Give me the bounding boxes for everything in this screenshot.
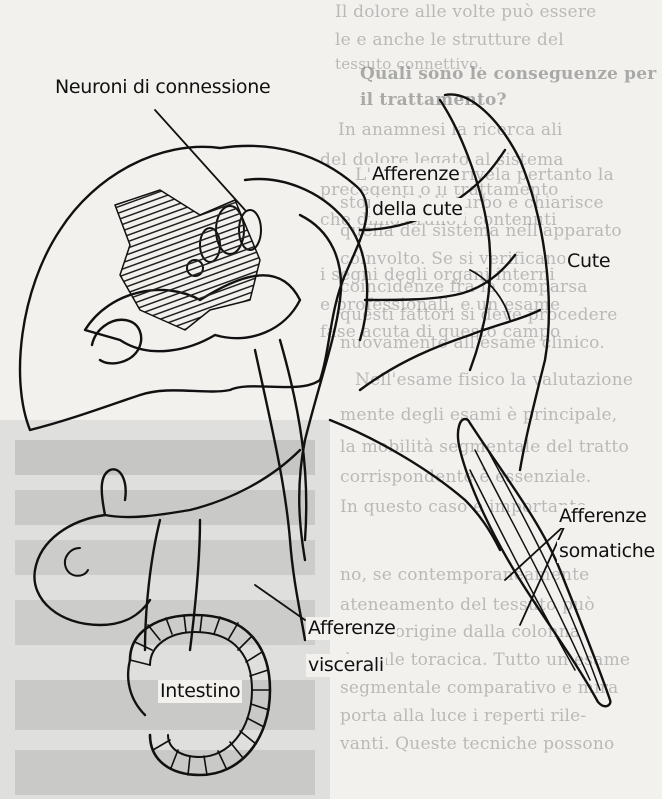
label-afferenze-somatiche-2: somatiche xyxy=(557,540,657,563)
label-afferenze-viscerali-2: viscerali xyxy=(306,654,386,677)
visceral-branch-upper xyxy=(102,469,126,515)
skin-branch-2 xyxy=(365,255,515,300)
label-afferenze-cute-2: della cute xyxy=(370,198,465,221)
skin-branch-3 xyxy=(360,310,540,390)
label-afferenze-viscerali-1: Afferenze xyxy=(306,617,397,640)
intestine-end xyxy=(128,660,145,715)
somatic-nerve xyxy=(330,420,500,550)
visceral-nerve xyxy=(105,450,300,517)
nerve-trunk-left xyxy=(255,350,305,640)
muscle-fiber-3 xyxy=(485,445,600,690)
somatic-pointer-1 xyxy=(505,525,565,580)
label-cute: Cute xyxy=(565,250,612,273)
visceral-down-2 xyxy=(190,520,200,650)
visceral-stub xyxy=(65,548,88,576)
label-afferenze-cute-1: Afferenze xyxy=(370,163,461,186)
label-afferenze-somatiche-1: Afferenze xyxy=(557,505,648,528)
nerve-trunk-right xyxy=(280,340,306,540)
muscle-fiber-1 xyxy=(475,450,590,680)
skin-outline-1 xyxy=(445,94,549,470)
grey-matter-hatched xyxy=(115,190,260,330)
central-canal xyxy=(92,320,141,364)
label-neuroni-di-connessione: Neuroni di connessione xyxy=(53,76,272,99)
label-intestino: Intestino xyxy=(158,680,242,703)
visceral-loop-left xyxy=(34,515,150,625)
ventral-root xyxy=(245,179,367,340)
